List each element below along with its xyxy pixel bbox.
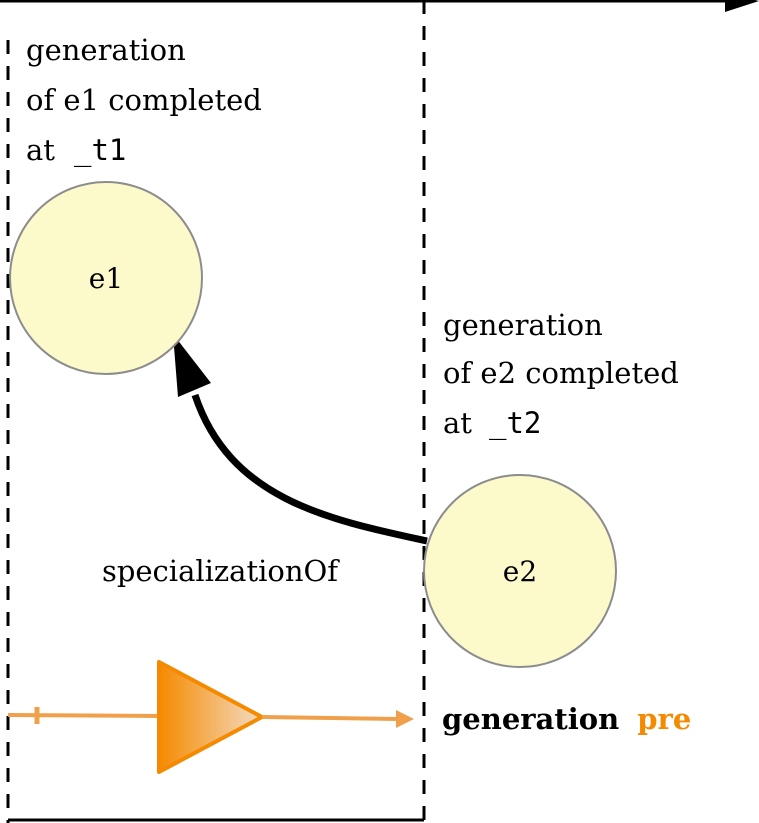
gen1-line2: of e1 completed — [26, 83, 262, 117]
orange-arrowhead — [396, 710, 414, 728]
orange-line-right — [261, 715, 399, 721]
orange-line-left — [7, 713, 161, 718]
node-e1-label: e1 — [89, 262, 123, 295]
bottom-label-orange: pre — [637, 702, 691, 736]
node-e2 — [423, 474, 617, 668]
gen2-line2: of e2 completed — [443, 356, 679, 390]
gen1-line3-code: _t1 — [74, 133, 126, 168]
orange-triangle-icon — [157, 660, 264, 774]
gen1-line1: generation — [26, 33, 186, 67]
bottom-label: generation pre — [442, 702, 691, 736]
bottom-label-bold: generation — [442, 702, 619, 736]
specialization-arrow-path — [191, 393, 428, 545]
relation-label: specializationOf — [102, 554, 340, 588]
node-e1 — [9, 181, 203, 375]
gen2-line3-code: _t2 — [489, 406, 541, 441]
gen2-line3-prefix: at — [443, 406, 472, 440]
gen1-line3-prefix: at — [26, 133, 55, 167]
node-e2-label: e2 — [503, 555, 537, 588]
top-timeline-arrowhead — [725, 0, 759, 12]
gen2-line1: generation — [443, 308, 603, 342]
specialization-arrowhead — [173, 334, 211, 397]
